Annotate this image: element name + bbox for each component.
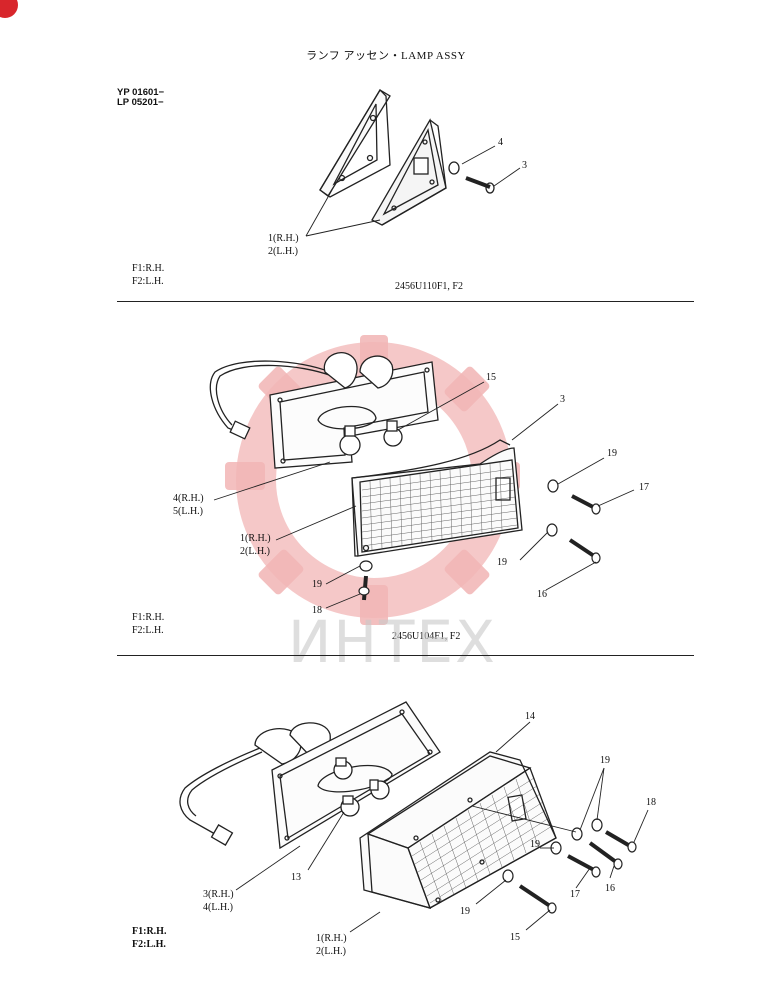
callout-18: 18: [646, 797, 656, 808]
serial-yp: YP 01601−: [117, 87, 165, 98]
watermark-text: ИНТЕХ: [288, 608, 497, 676]
corner-mark: [0, 0, 18, 18]
section2-side-labels: F1:R.H. F2:L.H.: [132, 611, 164, 637]
callout-19: 19: [607, 448, 617, 459]
divider-1: [117, 301, 694, 302]
side-label-lh: F2:L.H.: [132, 276, 164, 287]
callout-19: 19: [312, 579, 322, 590]
drawing-code-2: 2456U104F1, F2: [392, 631, 461, 642]
callout-17: 17: [639, 482, 649, 493]
callout-13: 13: [291, 872, 301, 883]
side-label-rh: F1:R.H.: [132, 263, 165, 274]
callout-4: 4: [498, 137, 503, 148]
serial-range: YP 01601− LP 05201−: [117, 88, 164, 108]
callout-2-lh: 2(L.H.): [268, 246, 298, 257]
callout-17: 17: [570, 889, 580, 900]
callout-16: 16: [605, 883, 615, 894]
side-label-lh: F2:L.H.: [132, 625, 164, 636]
callout-4-lh: 4(L.H.): [203, 902, 233, 913]
page-title: ランフ アッセン・LAMP ASSY: [306, 50, 466, 62]
callout-5-lh: 5(L.H.): [173, 506, 203, 517]
callout-19: 19: [530, 839, 540, 850]
callout-2-lh: 2(L.H.): [240, 546, 270, 557]
callout-4-rh: 4(R.H.): [173, 493, 204, 504]
drawing-code-1: 2456U110F1, F2: [395, 281, 463, 292]
section3-side-labels: F1:R.H. F2:L.H.: [132, 925, 166, 951]
callout-3: 3: [560, 394, 565, 405]
side-label-rh: F1:R.H.: [132, 926, 167, 937]
callout-3-rh: 3(R.H.): [203, 889, 234, 900]
callout-1-rh: 1(R.H.): [240, 533, 271, 544]
section1-side-labels: F1:R.H. F2:L.H.: [132, 262, 164, 288]
callout-1-rh: 1(R.H.): [268, 233, 299, 244]
callout-19: 19: [497, 557, 507, 568]
serial-lp: LP 05201−: [117, 97, 164, 108]
callout-18: 18: [312, 605, 322, 616]
callout-15: 15: [510, 932, 520, 943]
callout-15: 15: [486, 372, 496, 383]
divider-2: [117, 655, 694, 656]
callout-14: 14: [525, 711, 535, 722]
callout-1-rh: 1(R.H.): [316, 933, 347, 944]
callout-2-lh: 2(L.H.): [316, 946, 346, 957]
callout-19: 19: [600, 755, 610, 766]
callout-19: 19: [460, 906, 470, 917]
callout-3: 3: [522, 160, 527, 171]
callout-16: 16: [537, 589, 547, 600]
side-label-rh: F1:R.H.: [132, 612, 165, 623]
side-label-lh: F2:L.H.: [132, 939, 166, 950]
